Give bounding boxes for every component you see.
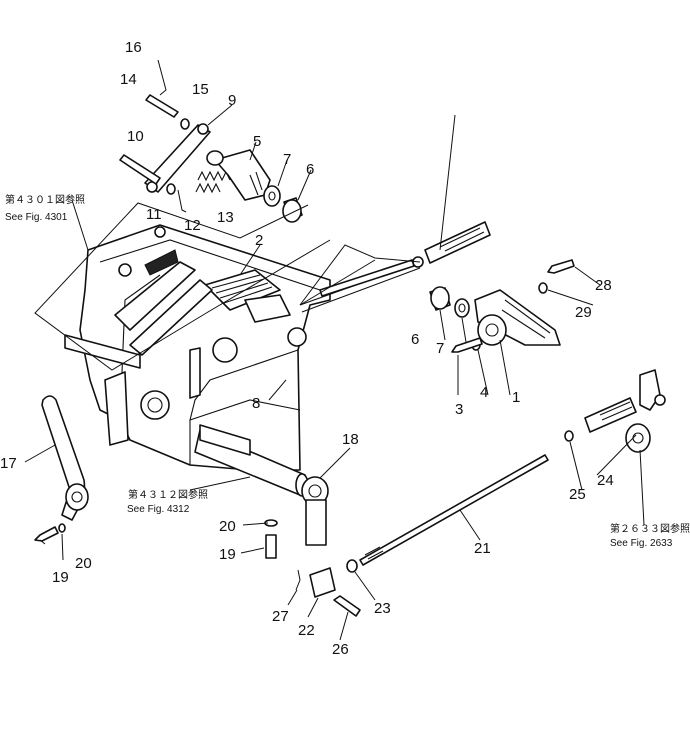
callout-20-right: 20 xyxy=(219,518,236,535)
main-frame xyxy=(64,224,421,497)
callout-12: 12 xyxy=(184,217,201,234)
lower-rod-assembly xyxy=(34,369,666,617)
callout-10: 10 xyxy=(127,128,144,145)
callout-13: 13 xyxy=(217,209,234,226)
callout-7-lower: 7 xyxy=(436,340,444,357)
callout-29: 29 xyxy=(575,304,592,321)
ref-4312-en: See Fig. 4312 xyxy=(127,504,190,515)
callout-5: 5 xyxy=(253,133,261,150)
callout-18: 18 xyxy=(342,431,359,448)
callout-19-left: 19 xyxy=(52,569,69,586)
callout-8: 8 xyxy=(252,395,260,412)
ref-2633-en: See Fig. 2633 xyxy=(610,538,673,549)
ref-4301-jp: 第４３０１図参照 xyxy=(5,193,85,206)
lever-17 xyxy=(41,395,89,521)
callout-20-left: 20 xyxy=(75,555,92,572)
callout-9: 9 xyxy=(228,92,236,109)
upper-linkage xyxy=(119,59,303,223)
callout-1: 1 xyxy=(512,389,520,406)
callout-14: 14 xyxy=(120,71,137,88)
callout-11: 11 xyxy=(146,206,162,223)
callout-22: 22 xyxy=(298,622,315,639)
callout-25: 25 xyxy=(569,486,586,503)
callout-17: 17 xyxy=(0,455,17,472)
callout-27: 27 xyxy=(272,608,289,625)
ref-4312-jp: 第４３１２図参照 xyxy=(128,488,208,501)
figure-references: 第４３０１図参照 See Fig. 4301 第４３１２図参照 See Fig.… xyxy=(5,193,690,549)
pedal-assembly xyxy=(319,221,575,353)
callout-4: 4 xyxy=(480,384,488,401)
callout-21: 21 xyxy=(474,540,491,557)
callout-16: 16 xyxy=(125,39,142,56)
callout-19-right: 19 xyxy=(219,546,236,563)
callout-3: 3 xyxy=(455,401,463,418)
ref-4301-en: See Fig. 4301 xyxy=(5,212,68,223)
callout-23: 23 xyxy=(374,600,391,617)
callout-6-lower: 6 xyxy=(411,331,419,348)
callout-28: 28 xyxy=(595,277,612,294)
leader-lines xyxy=(24,104,645,641)
callout-7-upper: 7 xyxy=(283,151,291,168)
ref-2633-jp: 第２６３３図参照 xyxy=(610,522,690,535)
callout-6-upper: 6 xyxy=(306,161,314,178)
callout-15: 15 xyxy=(192,81,209,98)
assembly-lines xyxy=(34,202,421,371)
callouts: 1 2 3 4 5 6 6 7 7 8 9 10 11 12 13 14 15 … xyxy=(0,39,614,658)
callout-2: 2 xyxy=(255,232,263,249)
callout-24: 24 xyxy=(597,472,614,489)
callout-26: 26 xyxy=(332,641,349,658)
